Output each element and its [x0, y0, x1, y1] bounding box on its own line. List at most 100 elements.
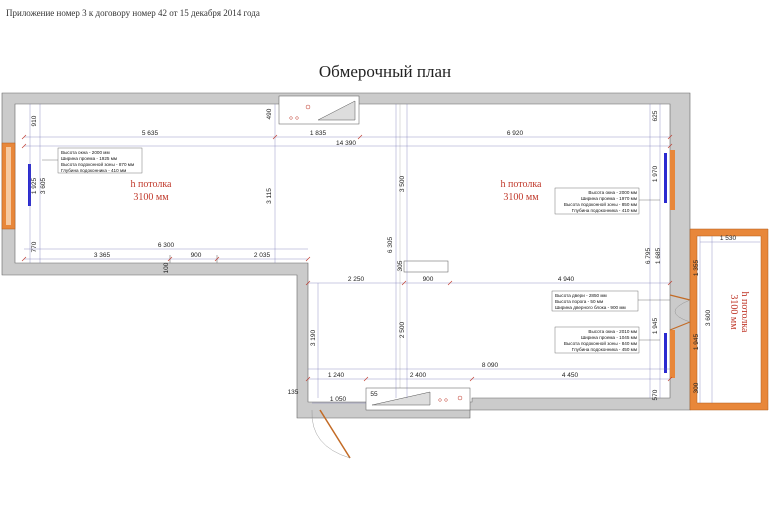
door-note: Высота двери - 2850 мм Высота порога - 5… — [551, 290, 670, 312]
fixture-bottom-tap-icon-2 — [444, 398, 448, 402]
ceiling-label-left: h потолка — [131, 179, 173, 190]
tick — [167, 256, 173, 262]
dimension-ticks — [21, 134, 673, 382]
tick — [667, 376, 673, 382]
ceiling-value-right: 3100 мм — [503, 192, 539, 203]
note-box — [57, 147, 143, 174]
window-right-bottom-note: Высота окна - 2010 мм Ширина проема - 10… — [554, 326, 660, 354]
note-line: Глубина подоконника - 450 мм — [572, 347, 637, 352]
dim-label: 1 925 — [31, 177, 38, 194]
tick — [401, 280, 407, 286]
dim-label: 100 — [163, 262, 170, 273]
dim-label: 1 945 — [693, 333, 700, 350]
note-box — [554, 187, 640, 215]
dim-label: 910 — [31, 115, 38, 126]
note-line: Высота подоконной зоны - 870 мм — [61, 161, 134, 167]
dim-label: 1 240 — [328, 372, 345, 379]
dim-label: 3 365 — [94, 252, 111, 259]
dim-label: 135 — [288, 389, 299, 396]
fixture-mid-box — [403, 260, 449, 273]
dim-label: 900 — [423, 276, 434, 283]
dim-label: 305 — [397, 260, 404, 271]
right-window-top-glass-icon — [664, 153, 667, 203]
dim-label: 6 300 — [158, 242, 175, 249]
dim-label: 4 450 — [562, 372, 579, 379]
dim-label: 1 355 — [693, 259, 700, 276]
dim-label: 8 090 — [482, 362, 499, 369]
dim-label: 625 — [652, 110, 659, 121]
entrance-door-swing-icon — [311, 409, 351, 459]
dim-label: 6 305 — [387, 236, 394, 253]
tick — [667, 143, 673, 149]
note-line: Ширина проема - 1045 мм — [581, 335, 637, 340]
fixture-bottom-sink-icon — [371, 391, 431, 406]
dim-label: 2 400 — [410, 372, 427, 379]
tick — [21, 256, 27, 262]
note-line: Высота порога - 50 мм — [555, 299, 603, 304]
note-line: Высота двери - 2850 мм — [555, 293, 607, 298]
tick — [667, 280, 673, 286]
partitions — [169, 104, 401, 398]
tick — [272, 134, 278, 140]
fixture-bottom-drain-icon — [457, 395, 463, 401]
tick — [305, 256, 311, 262]
entrance-door-leaf-icon — [319, 409, 351, 459]
tick — [305, 280, 311, 286]
dim-label: 3 190 — [310, 329, 317, 346]
fixtures — [278, 95, 471, 411]
dim-label: 3 500 — [399, 175, 406, 192]
tick — [447, 280, 453, 286]
dim-label: 3 115 — [266, 188, 273, 204]
dim-label: 1 050 — [330, 396, 347, 403]
dim-label: 490 — [266, 108, 273, 119]
dim-label: 3 605 — [40, 177, 47, 194]
balcony-door-leaf-icon — [669, 294, 691, 331]
ceiling-value-balcony: 3100 мм — [728, 294, 739, 330]
dim-label: 1 530 — [720, 235, 737, 242]
left-window-glass-icon — [28, 164, 31, 206]
tick — [667, 134, 673, 140]
note-line: Глубина подоконника - 410 мм — [61, 168, 126, 173]
note-line: Глубина подоконника - 410 мм — [572, 208, 637, 213]
fixture-bottom-tap-icon-1 — [438, 398, 442, 402]
dim-label: 6 920 — [507, 130, 524, 137]
fixture-top-tap-icon-1 — [289, 116, 293, 120]
right-window-sill-bottom — [670, 330, 675, 378]
tick — [357, 134, 363, 140]
note-line: Ширина проема - 1925 мм — [61, 156, 117, 161]
dimension-lines — [24, 104, 760, 404]
tick — [305, 376, 311, 382]
dim-label: 2 250 — [348, 276, 365, 283]
fixture-top-tap-icon-2 — [295, 116, 299, 120]
dim-label: 2 500 — [399, 321, 406, 338]
tick — [214, 256, 220, 262]
note-line: Высота окна - 2000 мм — [61, 150, 110, 155]
note-line: Высота подоконной зоны - 840 мм — [564, 340, 637, 346]
note-line: Ширина дверного блока - 900 мм — [555, 305, 626, 310]
note-box — [551, 290, 639, 312]
dimension-labels: 910 490 625 5 635 1 835 6 920 14 390 1 9… — [31, 108, 737, 403]
note-line: Высота окна - 2010 мм — [588, 329, 637, 334]
ceiling-label-balcony: h потолка — [739, 292, 750, 334]
tick — [363, 376, 369, 382]
dim-label: 5 635 — [142, 130, 159, 137]
left-balcony-glass — [6, 147, 11, 225]
right-window-sill-top — [670, 150, 675, 210]
balcony-frame — [689, 228, 769, 411]
window-left-note: Высота окна - 2000 мм Ширина проема - 19… — [42, 147, 143, 174]
dim-label: 3 600 — [705, 309, 712, 326]
dim-label: 300 — [693, 382, 700, 393]
note-box — [554, 326, 640, 354]
dim-label: 770 — [31, 241, 38, 252]
dim-label: 1 945 — [652, 317, 659, 334]
fixture-top-sink-icon — [317, 100, 356, 121]
dim-label: 570 — [652, 389, 659, 400]
document-header-appendix: Приложение номер 3 к договору номер 42 о… — [6, 8, 260, 18]
note-line: Высота подоконной зоны - 850 мм — [564, 201, 637, 207]
tick — [21, 134, 27, 140]
note-line: Высота окна - 2000 мм — [588, 190, 637, 195]
ceiling-heights: h потолка 3100 мм h потолка 3100 мм h по… — [131, 179, 750, 333]
ceiling-label-right: h потолка — [501, 179, 543, 190]
note-line: Ширина проема - 1970 мм — [581, 196, 637, 201]
dim-label: 900 — [191, 252, 202, 259]
